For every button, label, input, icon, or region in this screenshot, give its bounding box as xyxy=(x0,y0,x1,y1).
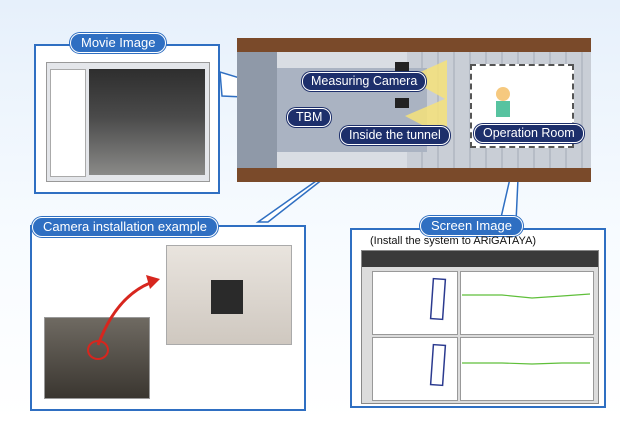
screen-screenshot xyxy=(361,250,599,404)
tbm-cutter-face xyxy=(237,52,277,168)
movie-image-panel xyxy=(34,44,220,194)
screen-image-panel xyxy=(350,228,606,408)
camera-upper-icon xyxy=(395,62,409,72)
screen-image-caption: (Install the system to ARiGATAYA) xyxy=(370,235,537,247)
movie-video-frame xyxy=(89,69,205,175)
label-operation-room: Operation Room xyxy=(474,124,584,143)
camera-light-beam xyxy=(395,60,510,138)
screen-plot-upper-right xyxy=(460,271,594,335)
tbm-mount-photo xyxy=(44,317,150,399)
movie-screenshot xyxy=(46,62,210,182)
screen-plot-lower-right xyxy=(460,337,594,401)
movie-image-title: Movie Image xyxy=(70,33,167,53)
operator-body-icon xyxy=(496,101,510,117)
camera-housing xyxy=(211,280,243,314)
screen-toolbar xyxy=(362,251,598,267)
label-tbm: TBM xyxy=(287,108,332,127)
camera-installation-panel xyxy=(30,225,306,411)
movie-sidebar xyxy=(50,69,86,177)
screen-plot-graphics xyxy=(429,277,591,387)
operator-head-icon xyxy=(496,87,510,101)
screen-image-title: Screen Image xyxy=(420,216,523,236)
camera-installation-title: Camera installation example xyxy=(32,217,219,237)
label-measuring-camera: Measuring Camera xyxy=(302,72,427,91)
camera-lower-icon xyxy=(395,98,409,108)
installation-arrow xyxy=(96,275,160,346)
installed-camera-photo xyxy=(166,245,292,345)
label-inside-tunnel: Inside the tunnel xyxy=(340,126,450,145)
